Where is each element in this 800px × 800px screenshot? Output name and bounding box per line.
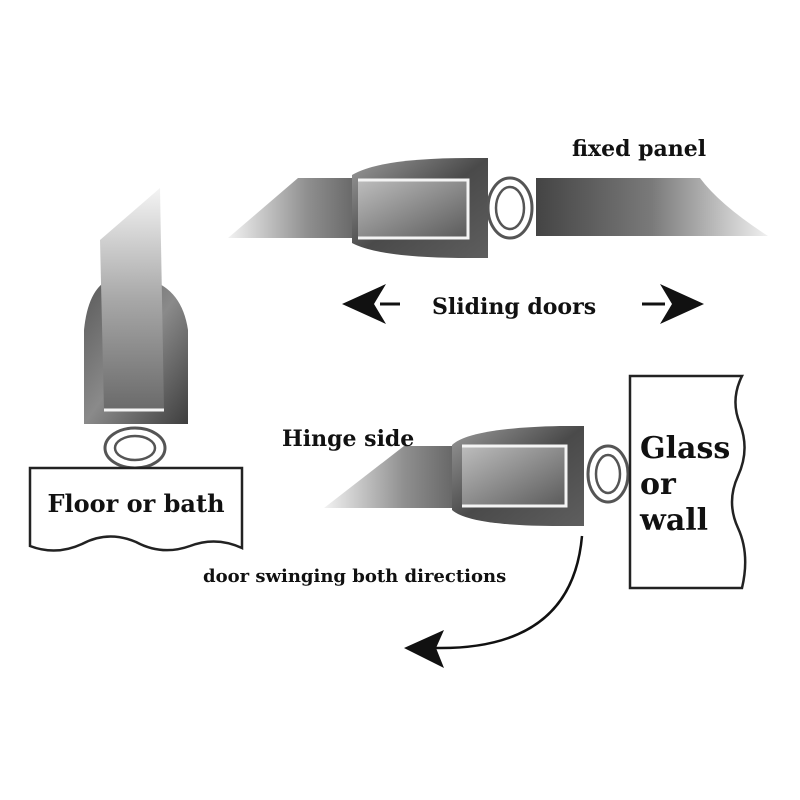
sliding-seal-channel xyxy=(358,178,470,240)
floor-seal-ring-inner xyxy=(113,434,157,462)
glass-or-wall-label-line3: wall xyxy=(639,503,708,538)
door-swinging-label: door swinging both directions xyxy=(203,566,506,587)
fixed-panel-label: fixed panel xyxy=(572,136,706,162)
hinge-seal-assembly xyxy=(324,426,630,526)
floor-door-glass xyxy=(100,188,164,410)
swing-arrow-icon xyxy=(404,535,584,668)
sliding-seal-ring-outer xyxy=(486,176,534,240)
sliding-seal-ring-inner xyxy=(494,185,526,231)
hinge-seal-channel xyxy=(462,444,568,508)
glass-or-wall-label-line1: Glass xyxy=(640,431,730,466)
glass-or-wall-label-line2: or xyxy=(640,467,677,502)
floor-seal-assembly xyxy=(84,188,188,470)
sliding-seal-assembly xyxy=(228,158,768,258)
glass-or-wall-box xyxy=(628,374,747,590)
floor-or-bath-box xyxy=(28,466,244,552)
hinge-door-glass xyxy=(324,446,470,508)
sliding-glass-left xyxy=(228,178,372,238)
hinge-seal-ring-outer xyxy=(586,444,630,504)
sliding-arrow-right-icon xyxy=(642,284,704,324)
sliding-arrow-left-icon xyxy=(342,284,400,324)
hinge-seal-ring-inner xyxy=(594,453,622,495)
fixed-panel-glass xyxy=(536,178,768,236)
sliding-doors-label: Sliding doors xyxy=(432,294,596,320)
hinge-side-label: Hinge side xyxy=(282,426,414,452)
floor-or-bath-label: Floor or bath xyxy=(47,489,224,518)
